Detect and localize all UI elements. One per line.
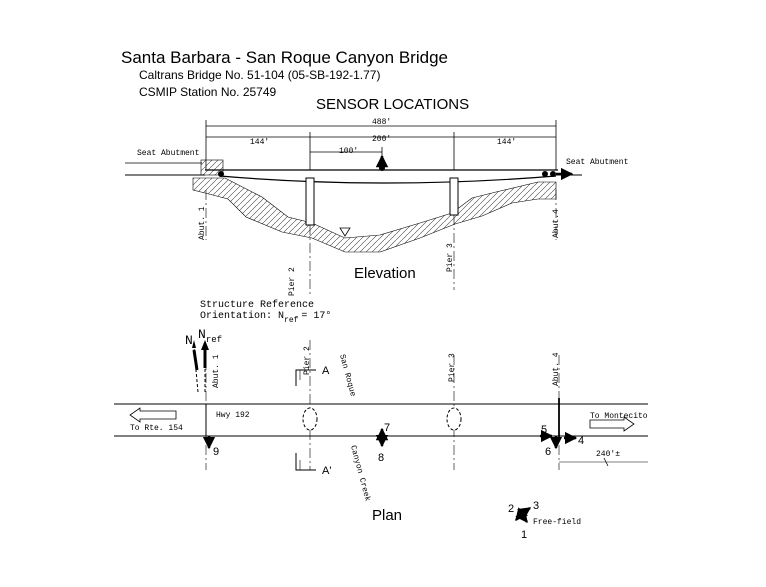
dim-mid-span: 200' — [372, 135, 391, 144]
station-number: CSMIP Station No. 25749 — [139, 85, 277, 99]
sensor-label-2: 2 — [508, 503, 514, 515]
sensor-dot-abut4-b — [550, 171, 556, 177]
free-field-label: Free-field — [533, 518, 581, 527]
water-level-icon — [339, 227, 351, 237]
section-cut-a — [295, 369, 316, 386]
north-ref-label: Nref — [198, 327, 222, 345]
pier-2-elevation — [305, 177, 315, 226]
dim-offset: 100' — [339, 147, 358, 156]
to-montecito: To Montecito — [590, 412, 648, 421]
plan-abut-1: Abut. 1 — [212, 354, 221, 388]
elevation-title: Elevation — [354, 265, 416, 282]
north-label: N — [185, 333, 193, 348]
elev-pier-3: Pier 3 — [446, 243, 455, 272]
section-a-prime-label: A' — [322, 465, 331, 477]
diagram-subtitle: SENSOR LOCATIONS — [316, 96, 470, 113]
section-cut-a-prime — [295, 453, 316, 471]
sensor-3-arrow — [517, 506, 532, 520]
pier-3-plan — [446, 407, 462, 431]
pier-2-plan — [302, 407, 318, 431]
seat-abutment-right: Seat Abutment — [566, 158, 628, 167]
left-abutment-block — [200, 159, 224, 176]
sensor-label-9: 9 — [213, 446, 219, 458]
elev-pier-2: Pier 2 — [288, 267, 297, 296]
ground-hatch — [192, 177, 557, 253]
sensor-1-arrow — [515, 509, 528, 523]
sensor-label-3: 3 — [533, 500, 539, 512]
sensor-label-8: 8 — [378, 452, 384, 464]
sensor-dot-abut4-a — [542, 171, 548, 177]
elev-abut-4: Abut.4 — [552, 209, 561, 238]
sensor-label-1: 1 — [521, 529, 527, 541]
sensor-label-7: 7 — [384, 422, 390, 434]
elevation-dimensions — [205, 120, 557, 170]
hwy-192: Hwy 192 — [216, 411, 250, 420]
north-arrow-icon — [192, 340, 209, 393]
creek-label-top: San Roque — [337, 353, 357, 397]
orientation-line1: Structure Reference — [200, 299, 314, 311]
dim-total: 488' — [372, 118, 391, 127]
bridge-soffit — [219, 175, 557, 184]
elevation-sensors — [218, 154, 574, 181]
pier-3-elevation — [449, 177, 459, 216]
arrow-left-icon — [129, 407, 177, 423]
arrow-right-icon — [589, 416, 635, 432]
creek-label-bottom: Canyon Creek — [348, 444, 372, 502]
to-rte-154: To Rte. 154 — [130, 424, 183, 433]
plan-pier-2: Pier 2 — [303, 346, 312, 375]
sensor-dot-abut1 — [218, 171, 224, 177]
dim-right-span: 144' — [497, 138, 516, 147]
section-a-label: A — [322, 365, 330, 377]
dim-left-span: 144' — [250, 138, 269, 147]
plan-abut-4: Abut. 4 — [552, 352, 561, 386]
plan-sensors — [202, 427, 578, 523]
distance-240: 240'± — [596, 450, 620, 459]
sensor-label-4: 4 — [578, 435, 584, 447]
diagram-title: Santa Barbara - San Roque Canyon Bridge — [121, 48, 448, 67]
plan-pier-3: Pier 3 — [448, 353, 457, 382]
sensor-label-5: 5 — [541, 424, 547, 436]
plan-title: Plan — [372, 507, 402, 524]
sensor-2-arrow — [515, 507, 529, 521]
orientation-line2: Orientation: Nref= 17° — [200, 310, 331, 325]
sensor-label-6: 6 — [545, 446, 551, 458]
bridge-number: Caltrans Bridge No. 51-104 (05-SB-192-1.… — [139, 68, 381, 82]
seat-abutment-left: Seat Abutment — [137, 149, 199, 158]
elev-abut-1: Abut. 1 — [198, 206, 207, 240]
